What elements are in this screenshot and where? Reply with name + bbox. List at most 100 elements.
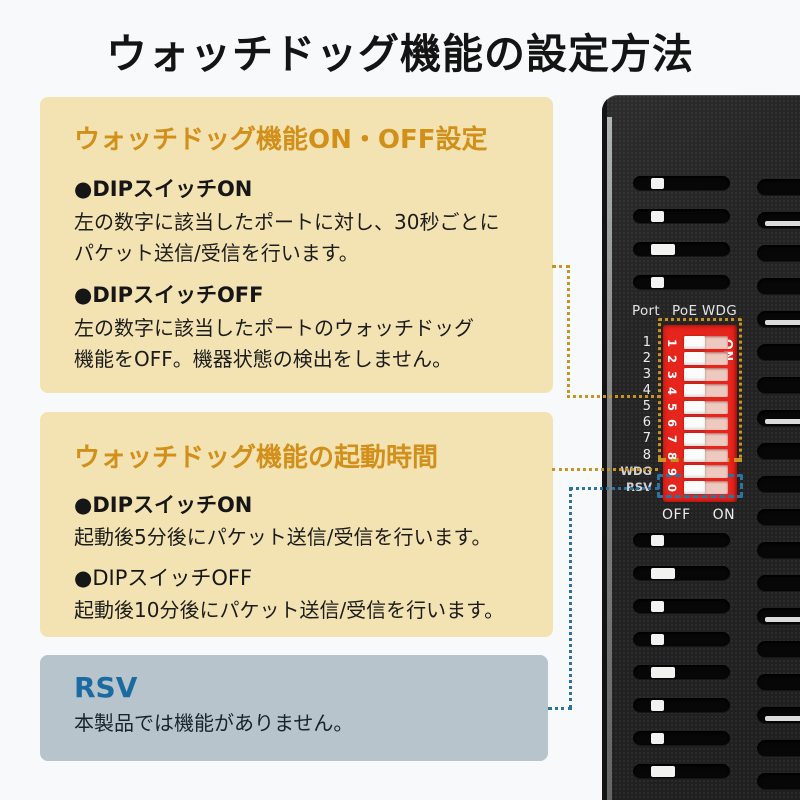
vent-slot xyxy=(633,665,730,680)
dip-on-label: ●DIPスイッチON xyxy=(74,493,253,517)
vent-slot xyxy=(757,575,800,592)
vent-slot xyxy=(757,344,800,361)
dip-on-description-line: 起動後5分後にパケット送信/受信を行います。 xyxy=(74,525,492,549)
onoff-setting-box: ウォッチドッグ機能ON・OFF設定 ●DIPスイッチON 左の数字に該当したポー… xyxy=(40,97,553,393)
vent-slot xyxy=(633,632,730,647)
port-header-label: Port xyxy=(632,303,660,319)
onoff-leader-line xyxy=(552,265,570,268)
dip-off-on-legend: OFF ON xyxy=(662,507,735,523)
rsv-leader-line xyxy=(548,707,572,710)
chassis-left-edge xyxy=(602,95,607,800)
vent-slot xyxy=(757,410,800,427)
dip-switch-slider xyxy=(684,336,705,349)
dip-row-digit: 3 xyxy=(665,370,679,379)
port-number-label: 5 xyxy=(642,399,651,415)
off-legend-label: OFF xyxy=(662,507,691,523)
dip-switch-slider xyxy=(684,416,705,430)
vent-slot xyxy=(757,674,800,691)
vent-slot xyxy=(757,707,800,724)
port-number-label: 7 xyxy=(642,431,651,447)
vent-highlight xyxy=(651,211,664,222)
rsv-box: RSV 本製品では機能がありません。 xyxy=(40,655,548,761)
dip-off-description-line: 左の数字に該当したポートのウォッチドッグ xyxy=(74,316,474,340)
vent-slot xyxy=(633,764,730,779)
vent-slot xyxy=(633,533,730,548)
rsv-description-line: 本製品では機能がありません。 xyxy=(74,711,354,735)
dip-switch-slider xyxy=(684,481,705,495)
dip-switch-slider xyxy=(684,432,705,446)
vent-highlight xyxy=(651,667,675,678)
dip-switch-slider xyxy=(684,465,705,479)
vent-slot xyxy=(757,608,800,625)
dip-off-description-line: 起動後10分後にパケット送信/受信を行います。 xyxy=(74,598,505,622)
orange-callout-rect xyxy=(658,318,742,461)
vent-highlight xyxy=(765,419,800,424)
vent-highlight xyxy=(651,601,664,612)
dip-off-description-line: 機能をOFF。機器状態の検出をしません。 xyxy=(74,347,453,371)
dip-off-label: ●DIPスイッチOFF xyxy=(74,566,253,590)
port-number-label: 8 xyxy=(642,447,651,463)
dip-row-digit: 5 xyxy=(665,403,679,412)
vent-slot xyxy=(757,212,800,229)
dip-switch-slider xyxy=(684,352,705,366)
dip-row-digit: 6 xyxy=(665,419,679,428)
vent-highlight xyxy=(651,700,664,711)
row9-wdg-label: WDG xyxy=(620,464,652,478)
vent-slot xyxy=(757,740,800,757)
vent-slot xyxy=(633,599,730,614)
dip-on-description-line: 左の数字に該当したポートに対し、30秒ごとに xyxy=(74,210,500,234)
page-title: ウォッチドッグ機能の設定方法 xyxy=(106,30,694,78)
boot-leader-line xyxy=(552,468,658,471)
vent-slot xyxy=(757,476,800,493)
vent-slot xyxy=(757,278,800,295)
vent-slot xyxy=(633,209,730,224)
vent-highlight xyxy=(651,634,664,645)
vent-highlight xyxy=(651,733,664,744)
port-number-label: 2 xyxy=(642,350,651,366)
poe-wdg-header-label: PoE WDG xyxy=(671,303,738,319)
onoff-leader-line xyxy=(567,265,570,398)
port-number-label: 1 xyxy=(642,334,651,350)
onoff-box-heading: ウォッチドッグ機能ON・OFF設定 xyxy=(74,125,488,155)
dip-row-digit: 1 xyxy=(665,338,679,347)
dip-row-digit: 9 xyxy=(665,467,679,476)
vent-slot xyxy=(757,542,800,559)
dip-row-digit: 4 xyxy=(665,386,679,395)
dip-off-label: ●DIPスイッチOFF xyxy=(74,283,264,307)
vent-slot xyxy=(633,242,730,257)
dip-row-digit: 7 xyxy=(665,435,679,444)
rsv-leader-line xyxy=(569,487,572,709)
rsv-box-heading: RSV xyxy=(74,671,138,704)
vent-highlight xyxy=(651,277,664,288)
dip-row-digit: 2 xyxy=(665,354,679,363)
dip-switch-slider xyxy=(684,400,705,414)
dip-row-digit: 0 xyxy=(665,483,679,492)
dip-switch-slider xyxy=(684,368,705,382)
vent-slot xyxy=(633,731,730,746)
vent-highlight xyxy=(651,766,675,777)
boot-box-heading: ウォッチドッグ機能の起動時間 xyxy=(74,443,439,473)
vent-highlight xyxy=(765,617,800,622)
on-legend-label: ON xyxy=(712,507,736,523)
onoff-leader-line xyxy=(567,395,660,398)
rsv-leader-line xyxy=(569,487,659,490)
port-number-label: 4 xyxy=(642,382,651,398)
dip-switch-slider xyxy=(684,384,705,398)
boot-time-box: ウォッチドッグ機能の起動時間 ●DIPスイッチON 起動後5分後にパケット送信/… xyxy=(40,412,553,637)
vent-slot xyxy=(757,377,800,394)
dip-on-label: ●DIPスイッチON xyxy=(74,177,253,201)
vent-slot xyxy=(633,275,730,290)
dip-row-digit: 8 xyxy=(665,451,679,460)
vent-slot xyxy=(757,179,800,196)
vent-slot xyxy=(633,698,730,713)
vent-highlight xyxy=(651,535,664,546)
vent-slot xyxy=(757,509,800,526)
vent-highlight xyxy=(765,320,800,325)
vent-slot xyxy=(757,443,800,460)
dip-switch-slider xyxy=(684,449,705,463)
vent-slot xyxy=(633,176,730,191)
vent-slot xyxy=(757,641,800,658)
vent-slot xyxy=(757,245,800,262)
port-number-label: 6 xyxy=(642,415,651,431)
